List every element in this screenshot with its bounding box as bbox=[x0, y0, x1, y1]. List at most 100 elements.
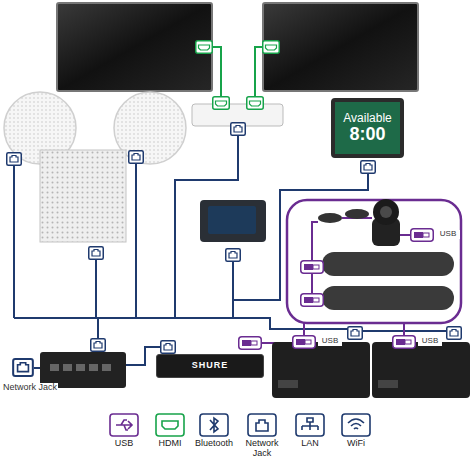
node-text: SHURE bbox=[192, 361, 229, 371]
connector-icons bbox=[213, 97, 230, 110]
room-computer bbox=[278, 380, 298, 388]
connector-label: USB bbox=[436, 230, 460, 239]
network-switch bbox=[76, 364, 85, 371]
legend-entry: Network Jack bbox=[239, 439, 285, 459]
usb-wires bbox=[403, 323, 405, 335]
usb-wires bbox=[303, 323, 305, 335]
node-text: 8:00 bbox=[349, 125, 385, 145]
lan-wires bbox=[34, 367, 40, 369]
connector-label: USB bbox=[318, 337, 342, 346]
audio-processor: SHURE bbox=[156, 354, 264, 378]
connector-icons bbox=[411, 229, 434, 242]
camera-group bbox=[345, 209, 369, 219]
legend-entry: WiFi bbox=[333, 439, 379, 449]
connector-icons bbox=[89, 247, 104, 260]
legend-text: Network Jack bbox=[239, 439, 285, 459]
touch-panel: Available8:00 bbox=[331, 98, 404, 158]
legend-text: LAN bbox=[287, 439, 333, 449]
legend-entry: USB bbox=[101, 439, 147, 449]
hdmi-wires bbox=[213, 47, 221, 96]
connector-icons bbox=[348, 327, 363, 340]
tap-controller bbox=[208, 206, 256, 234]
legend-icons bbox=[156, 414, 184, 436]
hdmi-wires bbox=[255, 47, 262, 96]
connector-icons bbox=[393, 336, 416, 349]
camera-group bbox=[380, 206, 392, 218]
lan-wires bbox=[126, 347, 160, 365]
usb-wires bbox=[400, 234, 410, 236]
connector-icons bbox=[447, 327, 462, 340]
jack-label: Network Jack bbox=[2, 383, 58, 393]
connector-icons bbox=[161, 341, 176, 354]
legend-icons bbox=[110, 414, 370, 436]
connector-icons bbox=[301, 294, 324, 307]
connector-icons bbox=[247, 97, 264, 110]
camera-group bbox=[318, 213, 342, 223]
display-right bbox=[263, 3, 418, 91]
legend-icons bbox=[296, 414, 324, 436]
connector-icons bbox=[13, 359, 33, 376]
lan-wires bbox=[232, 262, 234, 318]
legend-text: HDMI bbox=[147, 439, 193, 449]
connector-icons bbox=[263, 41, 280, 54]
room-computer bbox=[378, 380, 398, 388]
legend-icons bbox=[248, 414, 276, 436]
legend-text: WiFi bbox=[333, 439, 379, 449]
connector-icons bbox=[231, 123, 246, 136]
connector-icons bbox=[361, 161, 376, 174]
connector-icons bbox=[239, 337, 262, 350]
display-right bbox=[263, 3, 418, 91]
legend-text: USB bbox=[101, 439, 147, 449]
camera-group bbox=[287, 199, 461, 323]
legend-icons bbox=[116, 420, 132, 430]
legend-entry: LAN bbox=[287, 439, 333, 449]
legend-icons bbox=[302, 418, 318, 430]
network-switch bbox=[50, 364, 59, 371]
legend-icons bbox=[200, 414, 228, 436]
legend-icons bbox=[348, 419, 364, 429]
legend-text: Bluetooth bbox=[191, 439, 237, 449]
display-left bbox=[57, 3, 212, 91]
ceiling-mic-array bbox=[40, 150, 126, 242]
room-computer bbox=[272, 342, 470, 398]
lan-wires bbox=[14, 317, 238, 319]
usb-wires bbox=[312, 222, 318, 260]
camera-group bbox=[373, 199, 399, 225]
tap-controller bbox=[200, 200, 266, 242]
lan-wires bbox=[97, 318, 99, 338]
legend-entry: Bluetooth bbox=[191, 439, 237, 449]
room-computer bbox=[372, 342, 470, 398]
connector-icons bbox=[293, 336, 316, 349]
camera-group bbox=[322, 252, 454, 276]
network-switch bbox=[63, 364, 72, 371]
legend-icons bbox=[110, 414, 138, 436]
ceiling-mic-array bbox=[40, 150, 126, 242]
legend-entry: HDMI bbox=[147, 439, 193, 449]
lan-wires bbox=[135, 164, 137, 318]
connector-icons bbox=[129, 151, 144, 164]
lan-wires bbox=[13, 166, 15, 318]
node-text: Available bbox=[343, 112, 391, 125]
connector-icons bbox=[226, 249, 241, 262]
connector-label: USB bbox=[418, 337, 442, 346]
legend-icons bbox=[162, 421, 178, 429]
legend-icons bbox=[256, 420, 268, 431]
room-computer bbox=[272, 342, 370, 398]
connector-icons bbox=[196, 41, 213, 54]
connector-icons bbox=[301, 261, 324, 274]
connector-icons bbox=[7, 41, 462, 376]
connector-icons bbox=[91, 339, 106, 352]
camera-group bbox=[322, 286, 454, 310]
hdmi-wires bbox=[213, 47, 262, 96]
network-switch bbox=[102, 364, 111, 371]
legend-icons bbox=[210, 418, 218, 432]
legend-icons bbox=[342, 414, 370, 436]
lan-wires bbox=[95, 260, 97, 318]
network-switch bbox=[89, 364, 98, 371]
display-left bbox=[57, 3, 212, 91]
camera-group bbox=[287, 200, 461, 323]
connector-icons bbox=[7, 153, 22, 166]
